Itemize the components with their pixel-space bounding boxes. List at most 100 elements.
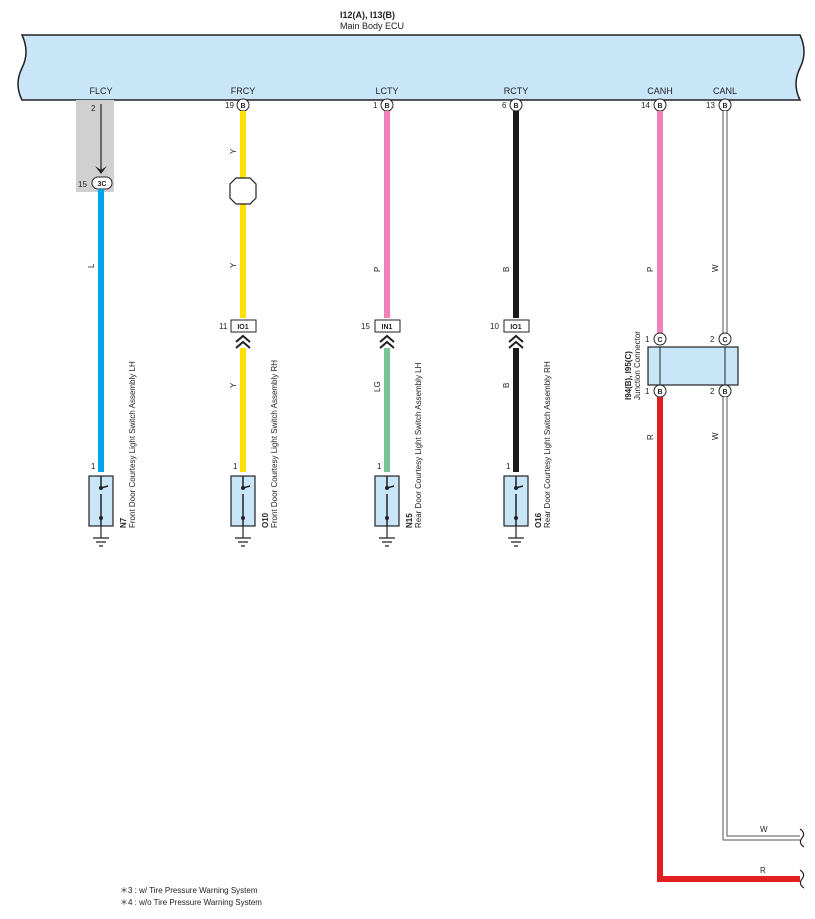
wire-label-w1: W — [711, 264, 720, 272]
in1-pin: 15 — [361, 322, 370, 331]
in1-chevron-icon — [379, 334, 395, 349]
wire-label-w2: W — [711, 432, 720, 440]
wire-label-w-end: W — [760, 825, 768, 834]
wire-w-lower-outline — [722, 397, 800, 841]
ground-icon — [379, 526, 395, 547]
io1b-chevron-icon — [508, 334, 524, 349]
junction-body — [647, 346, 739, 386]
switch-pivot — [99, 516, 103, 520]
wire-break-icon — [799, 828, 805, 848]
canl-badge: B — [722, 103, 727, 110]
footnote: ＊3 : w/ Tire Pressure Warning System — [120, 886, 258, 895]
wire-break-icon — [799, 869, 805, 889]
wire-label-p2: P — [646, 267, 655, 272]
switch-pivot — [241, 486, 245, 490]
io1a-box — [230, 319, 257, 333]
switch-pivot — [99, 486, 103, 490]
wire-label-l: L — [87, 263, 96, 268]
footnote: ＊4 : w/o Tire Pressure Warning System — [120, 898, 262, 907]
junction-badge-br: B — [722, 389, 727, 396]
io1a-code: IO1 — [237, 324, 248, 331]
terminal-label-rcty: RCTY — [504, 86, 529, 96]
terminal-label-canl: CANL — [713, 86, 737, 96]
junction-pin-bl: 1 — [645, 387, 650, 396]
switch-code: O16 — [534, 512, 543, 528]
junction-pin-tr: 2 — [710, 335, 715, 344]
switch-name: Front Door Courtesy Light Switch Assembl… — [128, 361, 137, 528]
junction-badge-tr-bg — [718, 332, 732, 346]
frcy-pin: 19 — [225, 101, 234, 110]
switch-pivot — [385, 486, 389, 490]
octagon-splice-icon — [229, 177, 257, 205]
switch-pivot — [241, 516, 245, 520]
io1a-pin: 11 — [219, 322, 228, 331]
terminal-label-flcy: FLCY — [89, 86, 112, 96]
frcy-badge: B — [240, 103, 245, 110]
switch-code: N7 — [119, 517, 128, 528]
wire-label-y2: Y — [229, 262, 238, 268]
flcy-pin: 2 — [91, 104, 96, 113]
wire-label-r: R — [646, 434, 655, 440]
junction-badge-tl-bg — [653, 332, 667, 346]
switch-code: N15 — [405, 513, 414, 528]
wire-label-lg: LG — [373, 381, 382, 392]
ground-icon — [508, 526, 524, 547]
ecu-name: Main Body ECU — [340, 21, 404, 31]
option-shading — [76, 100, 114, 192]
ecu-code: I12(A), I13(B) — [340, 10, 395, 20]
wire-label-p1: P — [373, 267, 382, 272]
canl-pin: 13 — [706, 101, 715, 110]
switch-pivot — [385, 516, 389, 520]
flcy-alt-pin: 15 — [78, 180, 87, 189]
junction-badge-tr: C — [722, 337, 727, 344]
junction-code: I94(B), I95(C) — [624, 351, 633, 400]
switch-pin: 1 — [91, 462, 96, 471]
wire-w-lower — [723, 397, 800, 840]
junction-pin-tl: 1 — [645, 335, 650, 344]
terminal-label-lcty: LCTY — [375, 86, 398, 96]
rcty-pin: 6 — [502, 101, 507, 110]
lcty-badge: B — [384, 103, 389, 110]
junction-badge-bl: B — [657, 389, 662, 396]
switch-code: O10 — [261, 512, 270, 528]
wire-label-y1: Y — [229, 148, 238, 154]
canh-badge: B — [657, 103, 662, 110]
junction-badge-tl: C — [657, 337, 662, 344]
switch-n15: 1 N15 Rear Door Courtesy Light Switch As… — [374, 362, 423, 547]
switch-pin: 1 — [506, 462, 511, 471]
switch-pin: 1 — [233, 462, 238, 471]
switch-o16: 1 O16 Rear Door Courtesy Light Switch As… — [503, 361, 552, 547]
option-arrow-icon — [95, 166, 107, 174]
io1a-chevron-icon — [235, 334, 251, 349]
in1-box — [374, 319, 401, 333]
rcty-badge: B — [513, 103, 518, 110]
wire-label-b2: B — [502, 383, 511, 388]
in1-code: IN1 — [382, 324, 393, 331]
switch-pin: 1 — [377, 462, 382, 471]
switch-pivot — [514, 516, 518, 520]
wire-label-y3: Y — [229, 382, 238, 388]
io1b-pin: 10 — [490, 322, 499, 331]
junction-pin-br: 2 — [710, 387, 715, 396]
flcy-alt-badge: 3C — [98, 181, 107, 188]
terminal-label-frcy: FRCY — [231, 86, 256, 96]
ecu-body — [17, 34, 805, 101]
canh-pin: 14 — [641, 101, 650, 110]
junction-name: Junction Connector — [633, 331, 642, 400]
io1b-code: IO1 — [510, 324, 521, 331]
switch-name: Rear Door Courtesy Light Switch Assembly… — [543, 361, 552, 528]
switch-pivot — [514, 486, 518, 490]
terminal-label-canh: CANH — [647, 86, 673, 96]
switch-name: Front Door Courtesy Light Switch Assembl… — [270, 360, 279, 528]
io1b-box — [503, 319, 530, 333]
switch-n7: 1 N7 Front Door Courtesy Light Switch As… — [88, 361, 137, 547]
switch-name: Rear Door Courtesy Light Switch Assembly… — [414, 362, 423, 528]
wire-label-r-end: R — [760, 866, 766, 875]
lcty-pin: 1 — [373, 101, 378, 110]
ground-icon — [93, 526, 109, 547]
wire-label-b1: B — [502, 267, 511, 272]
wire-r — [657, 397, 800, 882]
switch-o10: 1 O10 Front Door Courtesy Light Switch A… — [230, 360, 279, 547]
ground-icon — [235, 526, 251, 547]
